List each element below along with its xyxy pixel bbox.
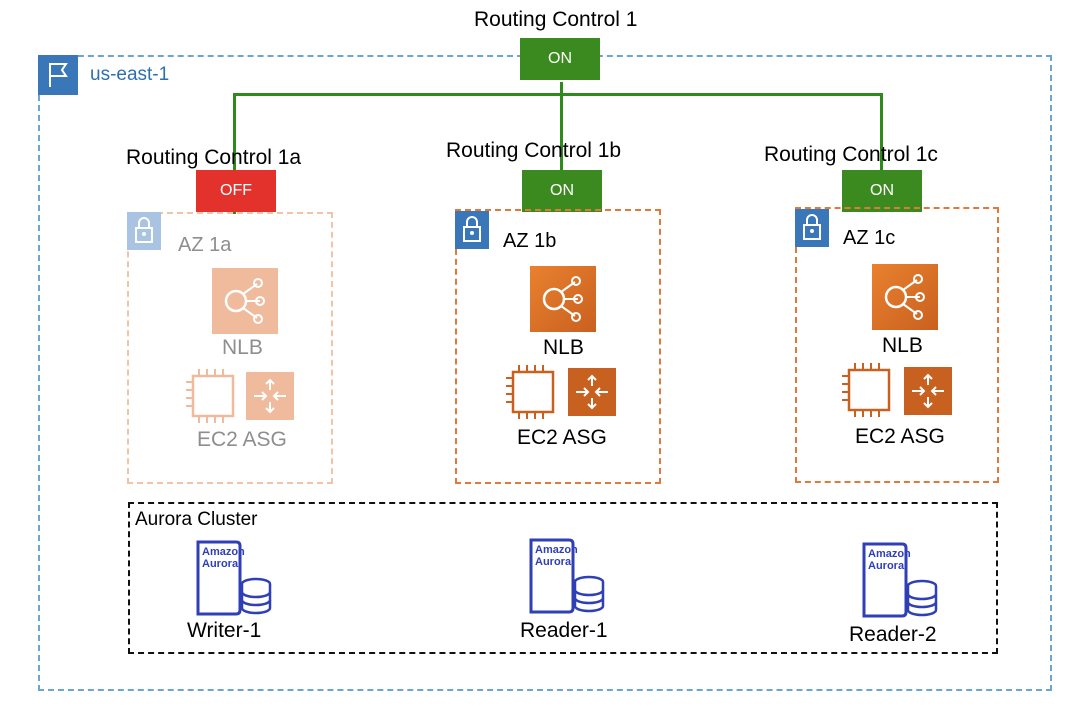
az-1c-label: AZ 1c [843,227,896,249]
aurora-brand-line1: Amazon [868,548,911,560]
nlb-label: NLB [882,334,923,357]
aurora-brand-line2: Aurora [202,558,239,570]
auto-scaling-icon [904,367,952,415]
ec2-instance-icon [841,362,897,418]
az-1b-box [455,209,661,484]
az-1b-label: AZ 1b [503,230,557,252]
nlb-label: NLB [543,336,584,359]
nlb-icon [530,266,596,332]
reader-2-label: Reader-2 [849,623,937,646]
region-flag-icon [38,55,78,95]
region-label: us-east-1 [90,64,170,85]
wire-drop-1a [233,93,236,173]
writer-1-label: Writer-1 [187,619,262,642]
aurora-brand-line2: Aurora [868,560,905,572]
auto-scaling-icon [568,368,616,416]
wire-drop-1c [880,93,883,173]
reader-1-label: Reader-1 [520,619,608,642]
routing-control-1a-switch[interactable]: OFF [196,170,276,212]
aurora-db-icon [860,540,944,618]
routing-control-1b-title: Routing Control 1b [446,139,622,162]
aurora-db-icon [527,536,611,614]
routing-control-1c-switch[interactable]: ON [842,170,922,212]
aurora-brand-line2: Aurora [535,556,572,568]
az-1c-box [795,207,999,483]
aurora-brand-line1: Amazon [535,544,578,556]
ec2-asg-label: EC2 ASG [855,425,945,448]
nlb-label: NLB [222,336,263,359]
nlb-icon [212,268,278,334]
aurora-cluster-box [128,502,998,654]
aurora-cluster-title: Aurora Cluster [135,509,258,530]
ec2-instance-icon [505,364,561,420]
wire-bus [233,93,883,96]
routing-control-1-title: Routing Control 1 [474,8,638,31]
aurora-db-icon [194,538,278,616]
ec2-asg-label: EC2 ASG [197,428,287,451]
routing-control-1a-title: Routing Control 1a [126,146,302,169]
routing-control-1c-title: Routing Control 1c [764,143,938,166]
ec2-asg-label: EC2 ASG [517,426,607,449]
lock-icon [455,211,489,249]
nlb-icon [872,264,938,330]
az-1a-box [127,212,333,484]
wire-trunk [560,82,563,172]
lock-icon [795,209,829,247]
ec2-instance-icon [185,368,241,424]
az-1a-label: AZ 1a [178,234,232,256]
lock-icon [127,212,161,250]
aurora-brand-line1: Amazon [202,546,245,558]
routing-control-1b-switch[interactable]: ON [522,170,602,212]
routing-control-1-switch[interactable]: ON [520,38,600,80]
auto-scaling-icon [246,372,294,420]
